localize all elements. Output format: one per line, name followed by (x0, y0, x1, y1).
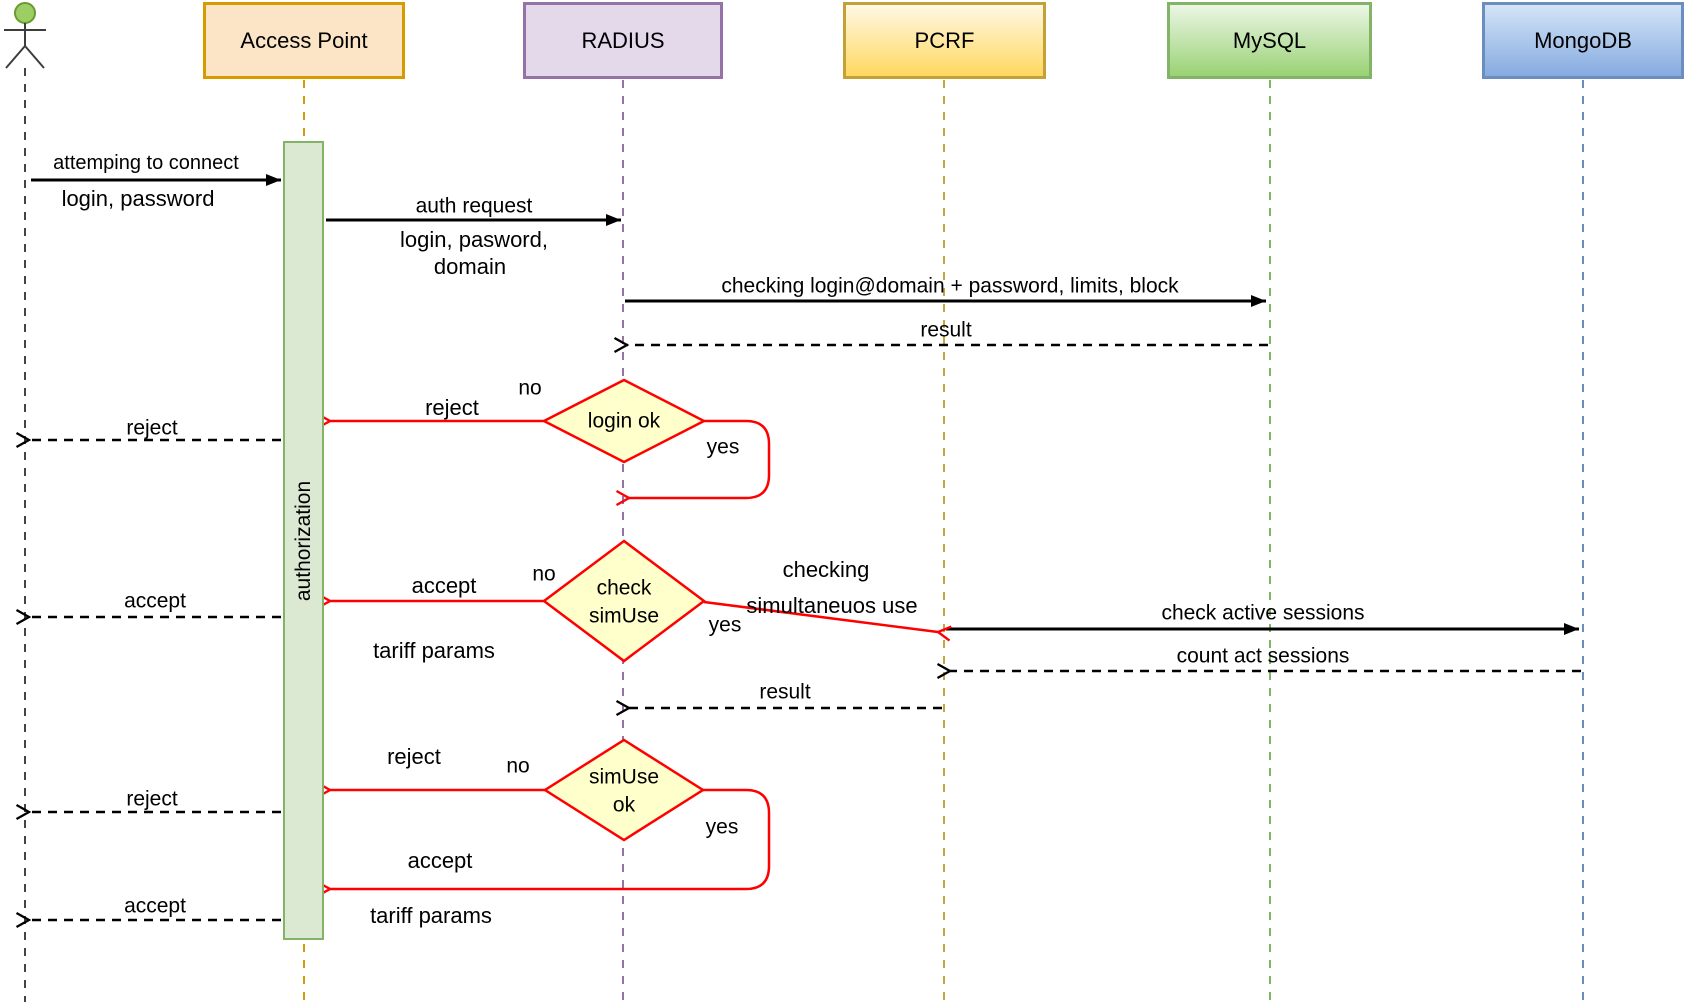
decision-simuse-ok-line2: ok (612, 793, 636, 817)
participant-access-point-label: Access Point (240, 27, 368, 53)
participant-mysql: MySQL (1167, 2, 1372, 79)
decision-simuse-ok (542, 738, 706, 842)
label-reject-to-user-1: reject (126, 416, 178, 440)
activation-bar-label: authorization (291, 480, 315, 601)
label-accept-to-user-2: accept (124, 894, 186, 918)
label-result-pcrf: result (759, 680, 811, 704)
decision-check-simuse (541, 539, 707, 663)
decision-simuse-ok-no: no (506, 754, 530, 778)
arrow-yes-accept-loop-2 (316, 788, 771, 898)
label-check-active-sessions: check active sessions (1161, 601, 1365, 625)
decision-simuse-ok-yes: yes (705, 815, 739, 839)
participant-pcrf-label: PCRF (914, 27, 975, 53)
participant-mongodb-label: MongoDB (1534, 27, 1632, 53)
label-login-password: login, password (61, 185, 215, 211)
decision-simuse-ok-tariff-params: tariff params (370, 902, 492, 928)
label-reject-to-user-2: reject (126, 787, 178, 811)
decision-simuse-ok-reject: reject (387, 743, 441, 769)
arrow-checking-simultaneous-use (703, 600, 952, 642)
decision-simuse-ok-line1: simUse (588, 765, 660, 789)
decision-simuse-ok-accept: accept (407, 847, 473, 873)
decision-login-ok-no: no (518, 376, 542, 400)
label-simultaneous-use: simultaneuos use (746, 592, 918, 618)
decision-login-ok-yes: yes (706, 435, 740, 459)
decision-check-simuse-tariff-params: tariff params (373, 637, 495, 663)
label-check-login-domain: checking login@domain + password, limits… (721, 274, 1179, 298)
decision-check-simuse-line1: check (596, 576, 652, 600)
participant-radius-label: RADIUS (581, 27, 665, 53)
label-domain: domain (433, 253, 507, 279)
label-attempting-to-connect: attemping to connect (53, 152, 239, 174)
label-accept-to-user-1: accept (124, 589, 186, 613)
participant-access-point: Access Point (203, 2, 405, 79)
label-checking: checking (782, 556, 870, 582)
participant-mysql-label: MySQL (1232, 27, 1307, 53)
decision-check-simuse-yes: yes (708, 613, 742, 637)
label-auth-request: auth request (415, 194, 533, 218)
actor-icon (4, 2, 46, 69)
participant-mongodb: MongoDB (1482, 2, 1684, 79)
label-result-mysql: result (920, 318, 972, 342)
label-login-pasword: login, pasword, (400, 226, 548, 252)
activation-bar-authorization: authorization (283, 141, 324, 940)
decision-login-ok-reject: reject (425, 394, 479, 420)
decision-check-simuse-no: no (532, 562, 556, 586)
label-count-act-sessions: count act sessions (1176, 644, 1350, 668)
decision-check-simuse-line2: simUse (588, 604, 660, 628)
participant-radius: RADIUS (523, 2, 723, 79)
participant-pcrf: PCRF (843, 2, 1046, 79)
decision-login-ok-text: login ok (587, 409, 661, 433)
arrow-yes-loop-1 (615, 419, 771, 507)
decision-login-ok (541, 378, 707, 464)
decision-check-simuse-accept: accept (411, 572, 477, 598)
